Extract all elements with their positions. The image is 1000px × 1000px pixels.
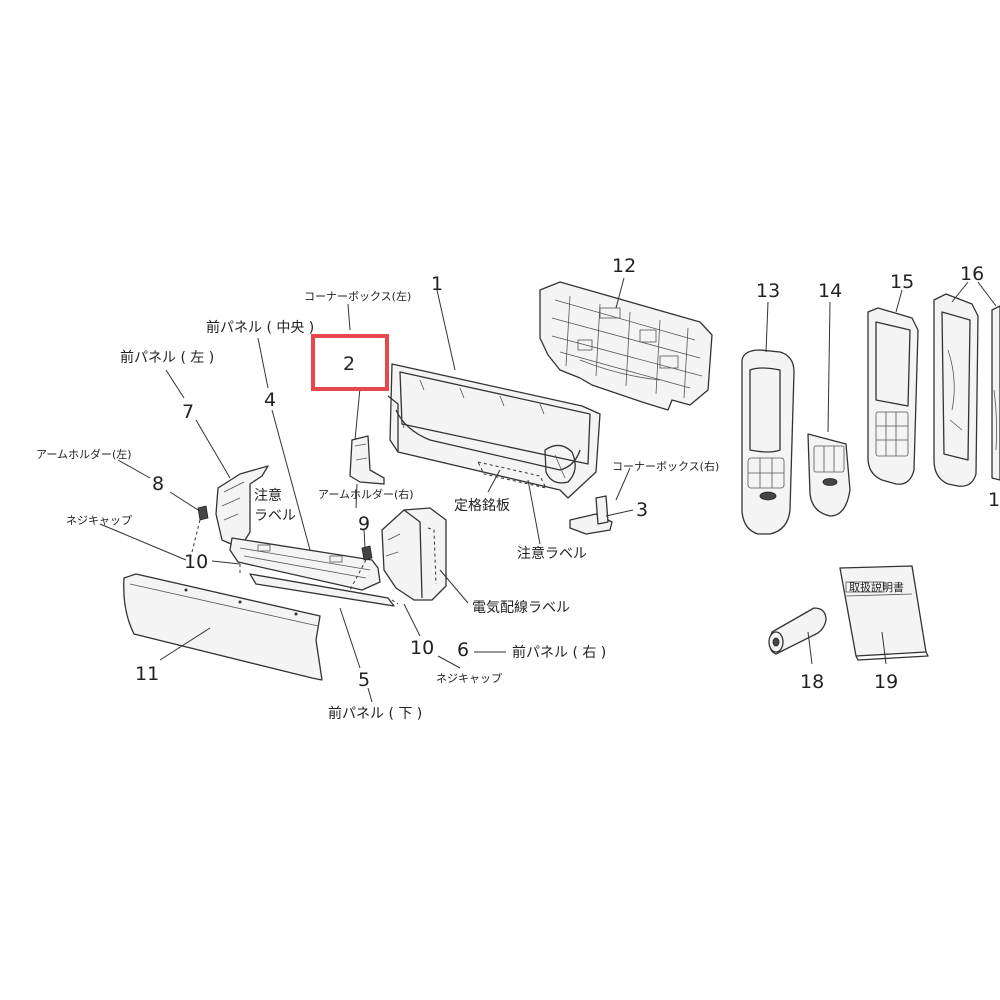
part-number-8: 8 [152, 473, 164, 495]
label-corner-box-right: コーナーボックス(右) [612, 459, 719, 473]
label-caution-line2: ラベル [254, 508, 296, 524]
label-screw-cap-right: ネジキャップ [436, 672, 502, 685]
part-number-10-right: 10 [410, 637, 434, 659]
label-front-panel-bottom: 前パネル ( 下 ) [328, 705, 422, 722]
part-number-9: 9 [358, 513, 370, 535]
label-rating-plate: 定格銘板 [454, 498, 510, 514]
part-number-14: 14 [818, 280, 842, 302]
arm-holder-left-part [197, 505, 209, 521]
front-panel-bottom-part [249, 573, 395, 607]
arm-holder-right-part [361, 545, 373, 561]
remote-cover-part [807, 433, 851, 517]
remote-front-part [867, 307, 919, 485]
part-number-11: 11 [135, 663, 159, 685]
part-number-19: 19 [874, 671, 898, 693]
part-number-18: 18 [800, 671, 824, 693]
part-number-12: 12 [612, 255, 636, 277]
front-cover-part [123, 573, 323, 681]
label-caution-2: 注意ラベル [517, 545, 587, 562]
part-number-5: 5 [358, 669, 370, 691]
part-number-7: 7 [182, 401, 194, 423]
label-arm-holder-left: アームホルダー(左) [36, 447, 132, 461]
label-arm-holder-right: アームホルダー(右) [318, 487, 414, 501]
label-wiring: 電気配線ラベル [472, 600, 570, 616]
front-panel-left-part [215, 465, 269, 549]
corner-box-left-part [349, 435, 385, 485]
corner-box-right-part [569, 495, 613, 535]
part-number-1-partial: 1 [988, 489, 1000, 511]
battery-part [768, 607, 827, 655]
label-screw-cap-left: ネジキャップ [66, 514, 132, 527]
part-number-2: 2 [343, 353, 355, 375]
part-number-10-left: 10 [184, 551, 208, 573]
part-number-13: 13 [756, 280, 780, 302]
label-front-panel-center: 前パネル ( 中央 ) [206, 319, 314, 336]
main-frame-part [387, 363, 601, 499]
highlight-box [311, 334, 389, 391]
label-front-panel-left: 前パネル ( 左 ) [120, 349, 214, 366]
part-number-15: 15 [890, 271, 914, 293]
pcb-board-part [539, 281, 713, 411]
part-number-1: 1 [431, 273, 443, 295]
part-number-6: 6 [457, 639, 469, 661]
label-front-panel-right: 前パネル ( 右 ) [512, 644, 606, 661]
part-number-16: 16 [960, 263, 984, 285]
remote-controller-part [741, 349, 795, 535]
remote-back-part [933, 293, 1000, 487]
front-panel-center-part [229, 537, 381, 591]
manual-part: 取扱説明書 [839, 565, 929, 661]
label-corner-box-left: コーナーボックス(左) [304, 290, 411, 303]
part-number-3: 3 [636, 499, 648, 521]
part-number-4: 4 [264, 389, 276, 411]
manual-cover-text: 取扱説明書 [849, 580, 904, 594]
front-panel-right-part [381, 507, 447, 601]
label-caution-line1: 注意 [254, 487, 282, 504]
